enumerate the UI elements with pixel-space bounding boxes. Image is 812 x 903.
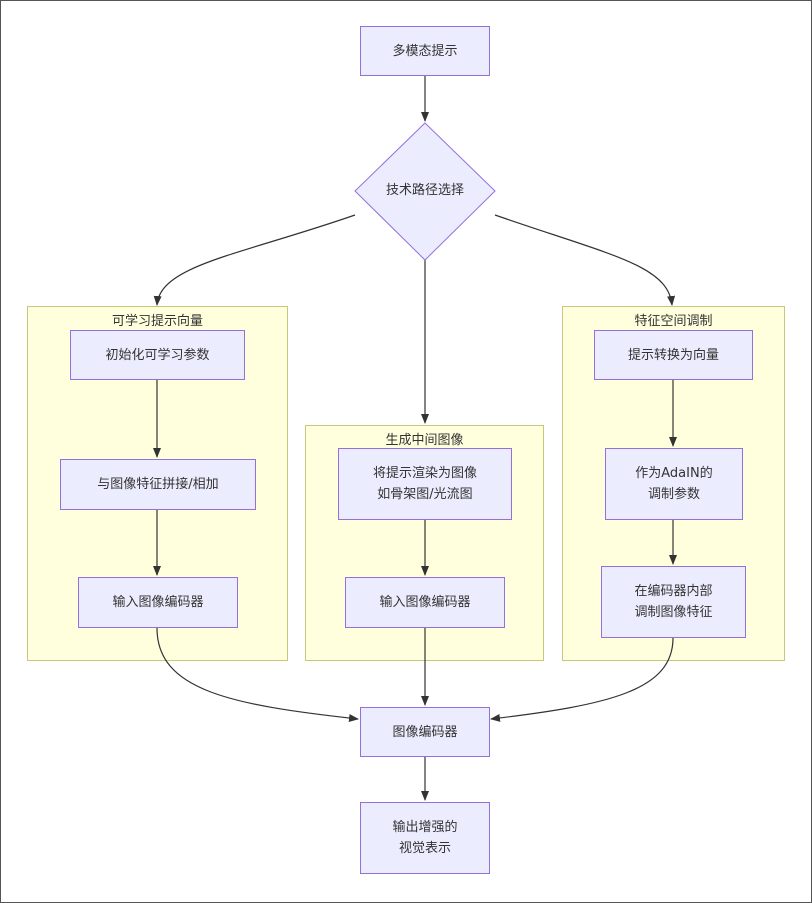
middle-step-1-label-line2: 如骨架图/光流图 xyxy=(377,487,473,502)
right-step-2-label-line2: 调制参数 xyxy=(647,487,700,502)
edge-decision-to-right xyxy=(494,214,676,306)
edge-decision-to-left xyxy=(153,214,356,306)
decision-label: 技术路径选择 xyxy=(385,183,464,198)
left-step-2-label: 与图像特征拼接/相加 xyxy=(97,477,219,492)
right-step-1-node: 提示转换为向量 xyxy=(594,330,753,380)
start-label: 多模态提示 xyxy=(392,43,458,59)
decision-diamond xyxy=(354,122,496,261)
left-step-3-node: 输入图像编码器 xyxy=(78,577,238,628)
edge-right-3-encoder xyxy=(490,637,674,722)
encoder-node: 图像编码器 xyxy=(360,707,490,757)
cluster-title-learnable-prompt: 可学习提示向量 xyxy=(111,314,203,329)
middle-step-1-label-line1: 将提示渲染为图像 xyxy=(372,466,477,481)
middle-step-1-node: 将提示渲染为图像 如骨架图/光流图 xyxy=(338,448,512,520)
cluster-title-intermediate-image: 生成中间图像 xyxy=(385,433,464,448)
edge-left-3-encoder xyxy=(156,627,359,722)
right-step-2-node: 作为AdaIN的 调制参数 xyxy=(605,448,743,520)
right-step-3-label-line1: 在编码器内部 xyxy=(634,584,713,599)
left-step-3-label: 输入图像编码器 xyxy=(112,595,204,610)
left-step-1-node: 初始化可学习参数 xyxy=(70,330,245,380)
output-node: 输出增强的 视觉表示 xyxy=(360,802,490,874)
start-node: 多模态提示 xyxy=(360,26,490,76)
cluster-title-feature-modulation: 特征空间调制 xyxy=(634,314,713,329)
left-step-1-label: 初始化可学习参数 xyxy=(105,347,210,363)
right-step-3-label-line2: 调制图像特征 xyxy=(634,605,713,620)
left-step-2-node: 与图像特征拼接/相加 xyxy=(60,459,256,510)
encoder-label: 图像编码器 xyxy=(392,724,458,740)
middle-step-2-label: 输入图像编码器 xyxy=(379,595,471,610)
right-step-1-label: 提示转换为向量 xyxy=(627,347,719,363)
output-label-line2: 视觉表示 xyxy=(398,841,451,856)
right-step-3-node: 在编码器内部 调制图像特征 xyxy=(601,566,746,638)
right-step-2-label-line1: 作为AdaIN的 xyxy=(635,466,713,481)
output-label-line1: 输出增强的 xyxy=(392,820,458,835)
middle-step-2-node: 输入图像编码器 xyxy=(345,577,505,628)
